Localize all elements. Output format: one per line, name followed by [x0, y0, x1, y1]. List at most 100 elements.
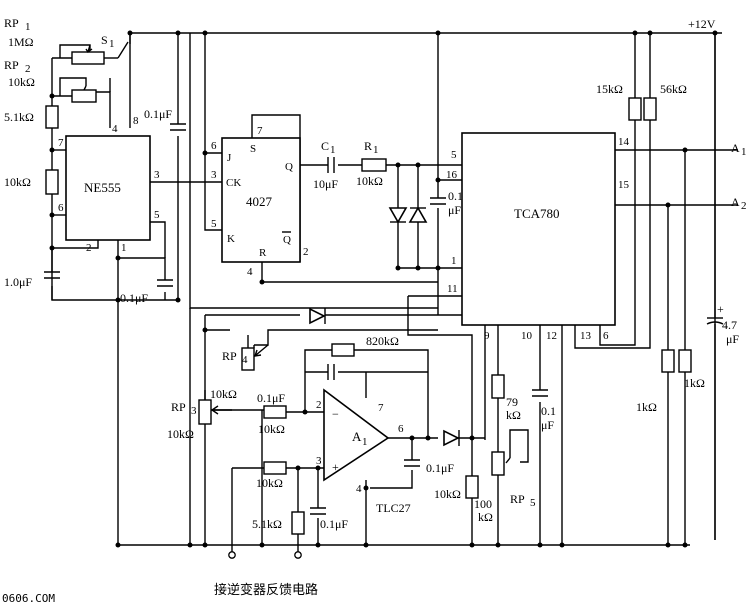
svg-text:7: 7 — [58, 137, 64, 149]
svg-text:μF: μF — [541, 418, 554, 432]
svg-text:15kΩ: 15kΩ — [596, 82, 623, 96]
svg-text:6: 6 — [603, 330, 609, 342]
svg-text:2: 2 — [86, 242, 92, 254]
r-10k-out — [465, 475, 479, 499]
svg-text:1.0μF: 1.0μF — [4, 275, 32, 289]
svg-text:A: A — [352, 429, 362, 444]
c1-capacitor — [327, 157, 335, 173]
svg-text:3: 3 — [191, 405, 197, 417]
svg-text:10kΩ: 10kΩ — [167, 427, 194, 441]
resistors — [45, 44, 692, 535]
r-10k — [45, 169, 59, 195]
svg-text:+: + — [332, 460, 339, 474]
rp1-wiper — [85, 44, 93, 54]
diode-d1 — [388, 207, 408, 224]
svg-text:J: J — [227, 152, 232, 164]
svg-text:15: 15 — [618, 179, 630, 191]
rp1-resistor — [71, 51, 105, 65]
svg-text:kΩ: kΩ — [506, 408, 521, 422]
svg-text:1: 1 — [373, 144, 379, 156]
svg-text:2: 2 — [25, 63, 31, 75]
r-5k1 — [45, 105, 59, 129]
r-15k — [628, 97, 642, 121]
r-5k1b — [291, 511, 305, 535]
svg-text:4: 4 — [242, 354, 248, 366]
svg-text:13: 13 — [580, 330, 592, 342]
svg-text:100: 100 — [474, 497, 492, 511]
svg-text:3: 3 — [316, 455, 322, 467]
svg-text:1: 1 — [121, 242, 127, 254]
svg-text:0.1: 0.1 — [541, 404, 556, 418]
labels: +12V RP 1 1MΩ S 1 RP 2 10kΩ 5.1kΩ 10kΩ 1… — [2, 16, 747, 605]
c-01-top — [170, 123, 186, 131]
r-1k-b — [678, 349, 692, 373]
svg-text:10kΩ: 10kΩ — [434, 487, 461, 501]
svg-text:0.1μF: 0.1μF — [257, 391, 285, 405]
tca780-chip: TCA780 5 16 1 11 14 15 9 10 12 13 6 — [446, 132, 630, 342]
rp5-pot — [491, 451, 505, 476]
svg-text:14: 14 — [618, 136, 630, 148]
svg-text:1kΩ: 1kΩ — [636, 400, 657, 414]
svg-text:−: − — [332, 407, 339, 421]
svg-text:3: 3 — [154, 169, 160, 181]
svg-text:R: R — [259, 247, 267, 259]
wiring — [51, 32, 738, 552]
svg-text:R: R — [364, 139, 372, 153]
rp5-wiper — [505, 457, 511, 464]
watermark: 0606.COM — [2, 592, 55, 605]
svg-text:K: K — [227, 233, 235, 245]
svg-text:5.1kΩ: 5.1kΩ — [252, 517, 282, 531]
svg-text:56kΩ: 56kΩ — [660, 82, 687, 96]
c-1u — [44, 271, 60, 279]
svg-text:CK: CK — [226, 177, 241, 189]
svg-text:kΩ: kΩ — [478, 510, 493, 524]
svg-text:RP: RP — [4, 58, 19, 72]
r-79k — [491, 374, 505, 399]
svg-text:RP: RP — [171, 400, 186, 414]
feedback-caption: 接逆变器反馈电路 — [214, 582, 318, 598]
svg-text:4: 4 — [356, 483, 362, 495]
svg-text:6: 6 — [58, 202, 64, 214]
rp4-wiper — [253, 344, 269, 357]
rp2-wiper — [83, 85, 87, 91]
svg-text:10μF: 10μF — [313, 177, 338, 191]
rp4-pot — [241, 347, 255, 371]
svg-text:2: 2 — [741, 200, 747, 212]
svg-text:10kΩ: 10kΩ — [4, 175, 31, 189]
svg-text:10kΩ: 10kΩ — [356, 174, 383, 188]
svg-text:1: 1 — [451, 255, 457, 267]
svg-text:μF: μF — [448, 203, 461, 217]
r-in3 — [263, 461, 287, 475]
svg-text:0.1μF: 0.1μF — [144, 107, 172, 121]
svg-text:S: S — [250, 143, 256, 155]
svg-text:4: 4 — [112, 123, 118, 135]
svg-text:5.1kΩ: 5.1kΩ — [4, 110, 34, 124]
r-1k-a — [661, 349, 675, 373]
ne555-chip: NE555 4 8 7 3 6 5 2 1 — [58, 115, 160, 254]
svg-text:10kΩ: 10kΩ — [8, 75, 35, 89]
svg-text:4.7: 4.7 — [722, 318, 737, 332]
r-820k — [331, 343, 355, 357]
svg-text:4: 4 — [247, 266, 253, 278]
diode-d3 — [309, 307, 326, 325]
svg-text:2: 2 — [316, 399, 322, 411]
svg-text:+: + — [717, 302, 724, 316]
svg-text:8: 8 — [133, 115, 139, 127]
svg-text:10kΩ: 10kΩ — [210, 387, 237, 401]
c-fb — [327, 364, 335, 380]
svg-text:RP: RP — [222, 349, 237, 363]
output-a2: A — [731, 195, 740, 209]
svg-text:7: 7 — [378, 402, 384, 414]
svg-text:1: 1 — [362, 436, 368, 448]
tca780-name: TCA780 — [514, 206, 560, 221]
junctions — [49, 30, 718, 548]
svg-text:9: 9 — [484, 330, 490, 342]
svg-text:0.1μF: 0.1μF — [426, 461, 454, 475]
svg-text:1: 1 — [109, 38, 115, 50]
svg-text:0.1μF: 0.1μF — [120, 291, 148, 305]
c-47-plate-b — [706, 321, 724, 325]
svg-text:0.1: 0.1 — [448, 189, 463, 203]
svg-text:5: 5 — [451, 149, 457, 161]
svg-text:10kΩ: 10kΩ — [256, 476, 283, 490]
svg-text:1: 1 — [25, 21, 31, 33]
